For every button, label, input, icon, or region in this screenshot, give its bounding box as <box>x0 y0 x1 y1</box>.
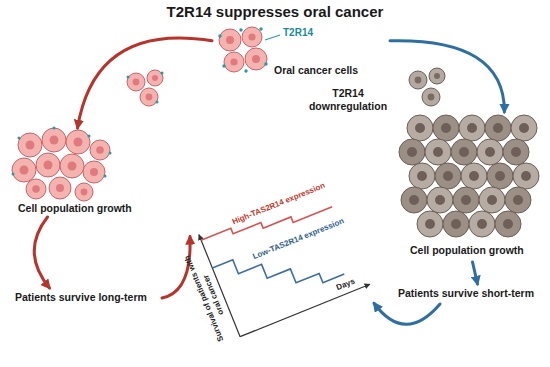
survival-graph: High-TAS2R14 expressionLow-TAS2R14 expre… <box>190 178 374 345</box>
node-text: Cell population growth <box>18 202 132 215</box>
cell-nuclei <box>226 33 260 65</box>
flow-arrow <box>390 41 504 112</box>
edge-label: T2R14 downregulation <box>300 86 396 113</box>
flow-arrow <box>374 303 440 324</box>
outcome-label: Patients survive long-term <box>12 288 162 308</box>
cell-cluster: Cell population growth <box>10 128 160 217</box>
pink-cells <box>127 70 163 106</box>
graph-text: Low-TAS2R14 expression <box>251 216 345 261</box>
grey-cells <box>409 68 445 106</box>
diagram-title: T2R14 suppresses oral cancer <box>0 3 550 21</box>
pink-cluster <box>12 128 110 201</box>
graph-text: High-TAS2R14 expression <box>231 180 327 226</box>
pink-cells <box>219 27 267 72</box>
cell-cluster: Cell population growth <box>400 112 545 262</box>
leader-line <box>265 35 280 40</box>
callout-label: T2R14 <box>283 27 313 39</box>
cell-nuclei <box>20 136 104 196</box>
outcome-label: Patients survive short-term <box>395 284 545 304</box>
node-text: Cell population growth <box>410 244 524 257</box>
node-text: Oral cancer cells <box>274 64 358 77</box>
cell-nuclei <box>407 123 531 229</box>
flow-arrow <box>78 38 213 128</box>
cell-nuclei <box>415 73 440 100</box>
receptor-dots <box>127 72 164 104</box>
flow-arrow <box>34 217 49 288</box>
receptor-dots <box>12 127 112 178</box>
node-text: Patients survive long-term <box>15 291 147 304</box>
node-text: Patients survive short-term <box>398 287 534 300</box>
cell-nuclei <box>133 75 158 100</box>
receptor-dots <box>218 27 267 72</box>
grey-cluster <box>399 115 539 237</box>
graph-text: Days <box>335 276 356 292</box>
graph-text: Survival of patients with oral cancer <box>181 246 236 346</box>
graph-frame: High-TAS2R14 expressionLow-TAS2R14 expre… <box>190 178 374 345</box>
flow-arrow <box>473 262 478 284</box>
